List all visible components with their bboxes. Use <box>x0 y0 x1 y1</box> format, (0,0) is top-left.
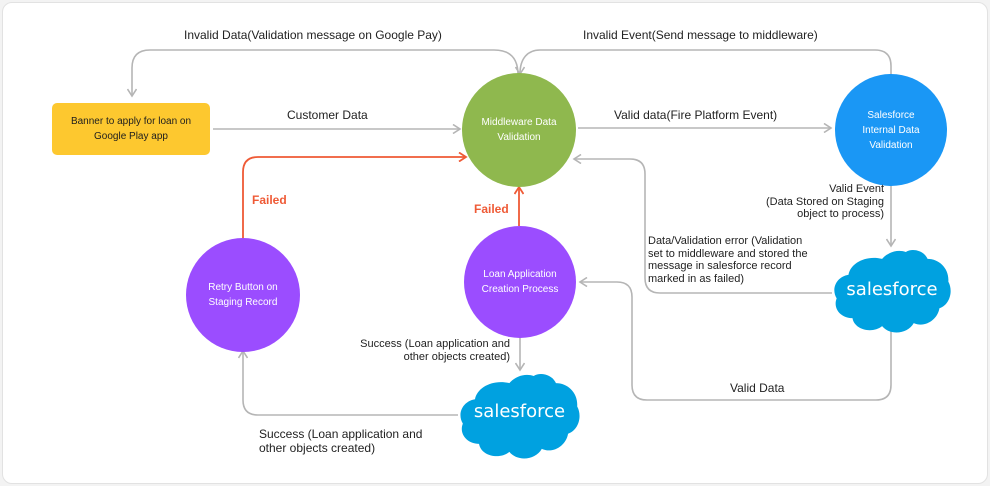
salesforce-logo-text: salesforce <box>846 279 938 300</box>
edge-failed-retry <box>242 157 466 239</box>
invalid-data-label: Invalid Data(Validation message on Googl… <box>184 28 442 42</box>
edge-validation-error <box>574 159 832 294</box>
customer-data-label: Customer Data <box>287 108 368 122</box>
loan-process-node <box>464 226 576 338</box>
middleware-label: Middleware Data Validation <box>481 117 557 143</box>
valid-event-label: Valid Event (Data Stored on Staging obje… <box>765 183 884 220</box>
loan-process-label: Loan Application Creation Process <box>481 269 559 295</box>
valid-data-label: Valid Data <box>730 381 785 395</box>
success-retry-label: Success (Loan application and other obje… <box>259 427 423 455</box>
success-loan-label: Success (Loan application and other obje… <box>360 338 510 363</box>
banner-node <box>52 103 210 155</box>
salesforce-validation-node <box>835 74 947 186</box>
valid-data-fire-label: Valid data(Fire Platform Event) <box>614 108 778 122</box>
salesforce-logo-text: salesforce <box>473 401 566 422</box>
middleware-validation-node <box>462 73 576 187</box>
failed-loan-label: Failed <box>474 202 509 216</box>
salesforce-validation-label: Salesforce Internal Data Validation <box>862 109 920 151</box>
edge-valid-data <box>580 282 892 401</box>
edge-invalid-event <box>520 49 892 76</box>
invalid-event-label: Invalid Event(Send message to middleware… <box>583 28 818 42</box>
validation-error-label: Data/Validation error (Validation set to… <box>648 235 808 285</box>
failed-retry-label: Failed <box>252 193 287 207</box>
edge-success-retry <box>243 351 458 416</box>
retry-label: Retry Button on Staging Record <box>208 282 278 308</box>
edge-invalid-data <box>132 49 519 96</box>
retry-button-node <box>186 238 300 352</box>
banner-label: Banner to apply for loan on Google Play … <box>70 116 192 142</box>
